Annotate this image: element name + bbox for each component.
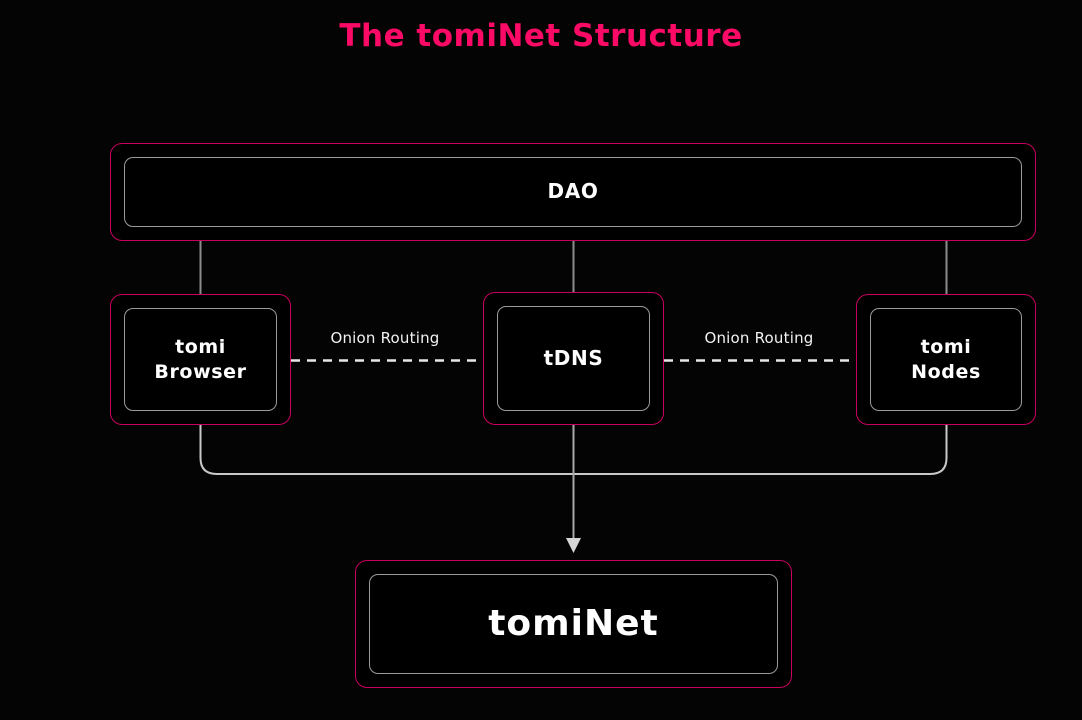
arrowhead-icon <box>566 538 581 553</box>
node-tdns-inner: tDNS <box>497 306 650 411</box>
node-dao-label: DAO <box>547 179 599 204</box>
connector-nodes-to-bus <box>574 425 948 475</box>
node-dao-inner: DAO <box>124 157 1022 227</box>
node-tomi-browser[interactable]: tomi Browser <box>110 294 291 425</box>
node-tomi-nodes-label: tomi Nodes <box>911 336 981 383</box>
node-dao[interactable]: DAO <box>110 143 1036 241</box>
node-tomi-nodes[interactable]: tomi Nodes <box>856 294 1036 425</box>
node-tominet-inner: tomiNet <box>369 574 778 674</box>
node-tdns-label: tDNS <box>543 345 604 370</box>
node-tomi-browser-inner: tomi Browser <box>124 308 277 411</box>
node-tdns[interactable]: tDNS <box>483 292 664 425</box>
edge-label-onion-routing-right: Onion Routing <box>704 329 814 347</box>
node-tomi-nodes-inner: tomi Nodes <box>870 308 1022 411</box>
connector-browser-to-bus <box>199 425 573 475</box>
page-title: The tomiNet Structure <box>339 18 743 54</box>
node-tominet[interactable]: tomiNet <box>355 560 792 688</box>
edge-label-onion-routing-left: Onion Routing <box>330 329 440 347</box>
node-tominet-label: tomiNet <box>488 602 659 644</box>
node-tomi-browser-label: tomi Browser <box>154 336 247 383</box>
